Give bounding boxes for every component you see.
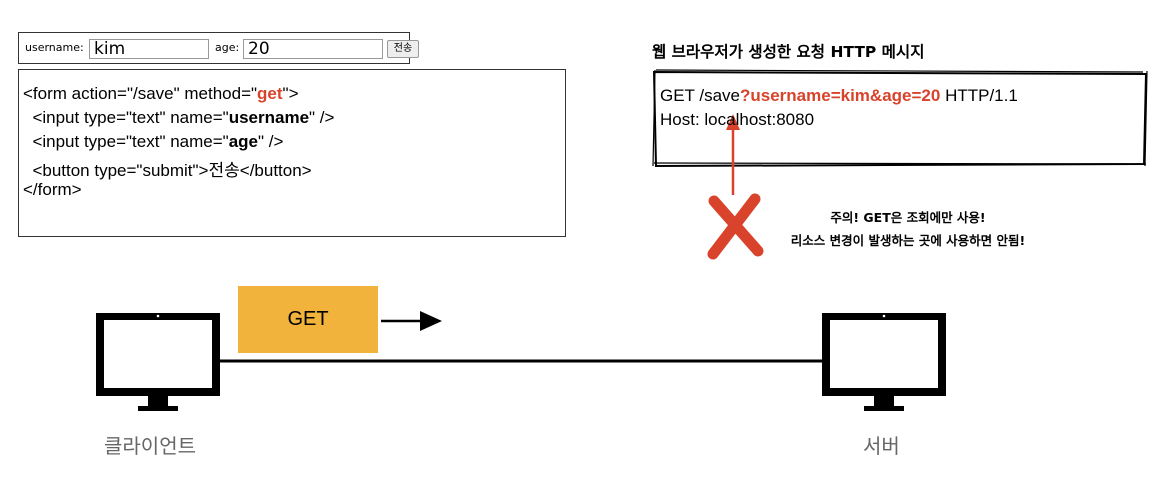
code-text: " /> xyxy=(309,108,335,127)
http-version: HTTP/1.1 xyxy=(940,86,1018,105)
age-input[interactable]: 20 xyxy=(243,39,383,59)
username-input[interactable]: kim xyxy=(89,39,209,59)
code-method-get: get xyxy=(257,84,283,103)
warning-line-1: 주의! GET은 조회에만 사용! xyxy=(830,210,986,225)
html-code-box: <form action="/save" method="get"> <inpu… xyxy=(18,69,566,237)
server-label: 서버 xyxy=(863,434,900,458)
code-text: " /> xyxy=(258,132,284,151)
client-monitor-icon xyxy=(96,313,220,411)
red-cross-icon xyxy=(707,193,764,260)
submit-button[interactable]: 전송 xyxy=(387,40,419,58)
arrow-right-icon xyxy=(381,311,442,331)
code-name-age: age xyxy=(228,132,258,151)
http-host-header: Host: localhost:8080 xyxy=(660,110,815,129)
http-request-line: GET /save?username=kim&age=20 HTTP/1.1 xyxy=(660,86,1018,106)
username-label: username: xyxy=(25,41,84,54)
code-line-2: <input type="text" name="username" /> xyxy=(23,108,334,128)
code-line-3: <input type="text" name="age" /> xyxy=(23,132,283,152)
code-text: <form action="/save" method=" xyxy=(23,84,258,103)
server-monitor-icon xyxy=(822,313,946,411)
red-arrow-up-icon xyxy=(726,114,740,195)
request-path: GET /save xyxy=(660,86,740,105)
code-text: <input type="text" name=" xyxy=(23,108,229,127)
code-line-1: <form action="/save" method="get"> xyxy=(23,84,299,104)
code-line-5: </form> xyxy=(23,180,82,199)
warning-line-2: 리소스 변경이 발생하는 곳에 사용하면 안됨! xyxy=(790,233,1026,248)
form-preview: username: kim age: 20 전송 xyxy=(18,32,419,64)
http-message-title: 웹 브라우저가 생성한 요청 HTTP 메시지 xyxy=(652,43,925,61)
get-method-box: GET xyxy=(238,286,378,353)
code-line-4: <button type="submit">전송</button> xyxy=(23,161,312,180)
age-label: age: xyxy=(215,41,240,54)
code-name-username: username xyxy=(228,108,310,127)
query-string: ?username=kim&age=20 xyxy=(740,86,941,105)
client-label: 클라이언트 xyxy=(104,434,196,458)
http-message-box xyxy=(652,69,1148,168)
code-text: <input type="text" name=" xyxy=(23,132,229,151)
code-text: "> xyxy=(282,84,299,103)
